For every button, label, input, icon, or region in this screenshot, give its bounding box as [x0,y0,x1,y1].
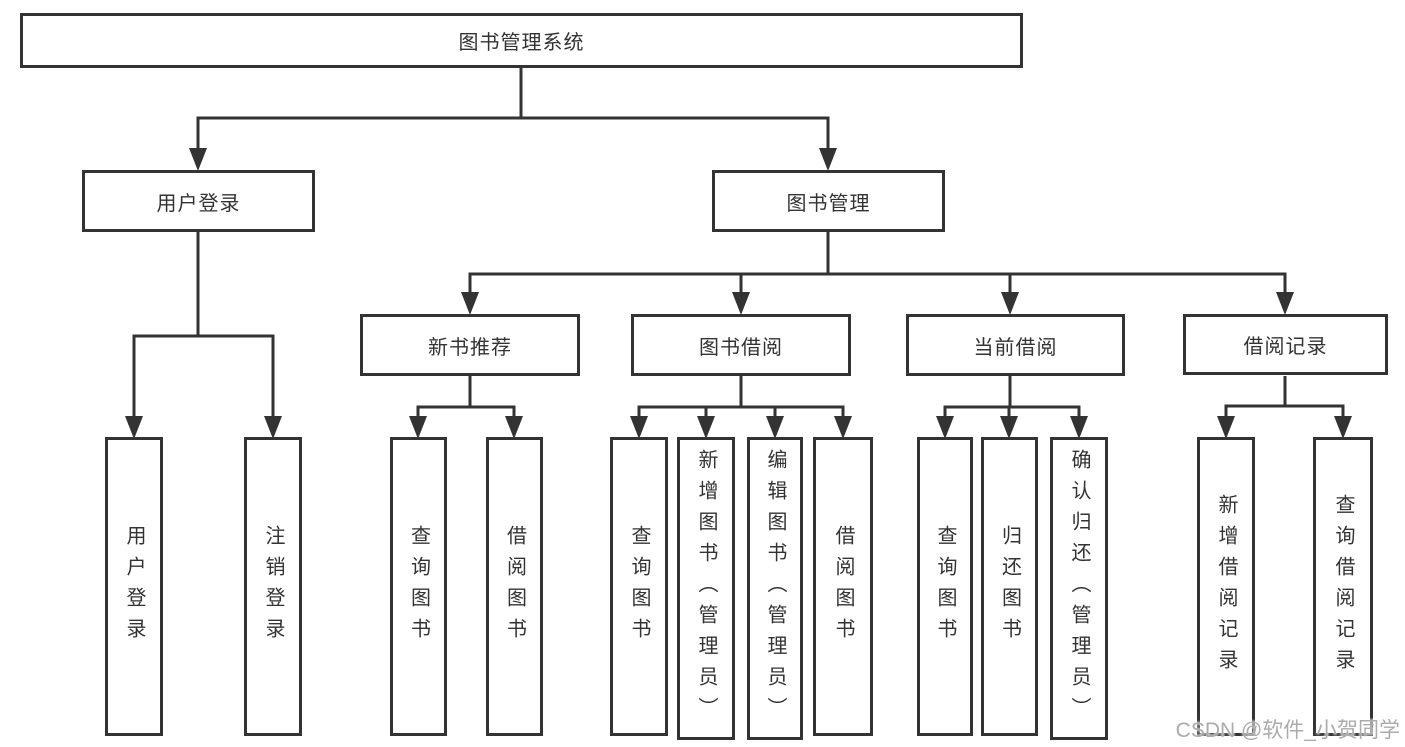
node-label: 查询图书 [628,524,650,649]
node-label: 新书推荐 [428,336,512,359]
leaf-confirm-return-admin: 确认归还（管理员） [1050,437,1108,740]
node-book-management: 图书管理 [712,170,945,232]
node-current-borrowing: 当前借阅 [906,314,1125,376]
node-label: 查询图书 [934,524,956,649]
node-label: 借阅图书 [503,524,526,649]
node-label: 归还图书 [998,524,1021,649]
leaf-logout: 注销登录 [244,437,302,736]
node-label: 注销登录 [262,524,284,649]
node-book-borrowing: 图书借阅 [631,314,851,376]
leaf-borrow-books-2: 借阅图书 [813,437,873,736]
leaf-query-books-2: 查询图书 [610,437,668,736]
leaf-query-books-3: 查询图书 [917,437,973,736]
node-label: 查询借阅记录 [1332,493,1354,680]
node-label: 编辑图书（管理员） [764,449,786,728]
node-label: 借阅记录 [1243,336,1328,358]
node-label: 图书管理系统 [458,32,585,54]
arrowhead-icons [125,148,1352,439]
node-label: 确认归还（管理员） [1068,449,1090,728]
leaf-query-books-1: 查询图书 [390,437,447,736]
leaf-return-books: 归还图书 [981,437,1038,736]
node-label: 图书管理 [786,192,871,215]
node-label: 用户登录 [123,524,145,649]
leaf-add-borrow-record: 新增借阅记录 [1197,437,1255,736]
node-label: 图书借阅 [699,336,783,359]
leaf-add-books-admin: 新增图书（管理员） [677,437,735,740]
node-borrowing-records: 借阅记录 [1183,314,1388,375]
leaf-edit-books-admin: 编辑图书（管理员） [747,437,803,740]
leaf-borrow-books-1: 借阅图书 [486,437,543,736]
node-user-login: 用户登录 [82,170,315,232]
node-label: 当前借阅 [973,336,1058,359]
leaf-user-login: 用户登录 [105,437,163,736]
node-label: 查询图书 [407,524,430,649]
leaf-query-borrow-record: 查询借阅记录 [1313,437,1373,736]
node-label: 新增借阅记录 [1215,493,1237,680]
node-library-management-system: 图书管理系统 [20,13,1023,68]
node-label: 借阅图书 [832,524,854,649]
node-new-book-recommendation: 新书推荐 [360,314,580,376]
node-label: 用户登录 [156,192,241,215]
node-label: 新增图书（管理员） [695,449,717,728]
csdn-watermark: CSDN @软件_小贺同学 [1175,719,1400,742]
